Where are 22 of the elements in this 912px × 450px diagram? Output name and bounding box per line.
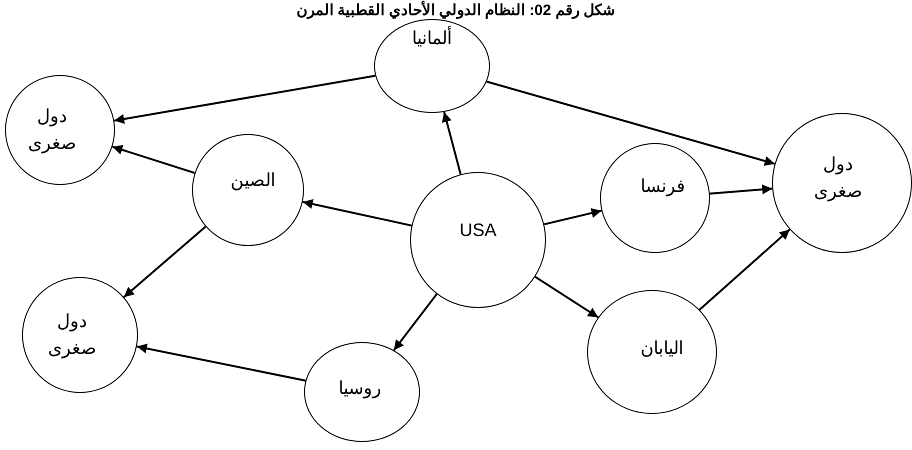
arrow [123, 226, 206, 298]
node-label: دول صغرى [813, 153, 863, 204]
node-label: دول صغرى [27, 105, 77, 156]
node-label: الصين [230, 168, 276, 192]
node-label: ألمانيا [411, 25, 453, 50]
arrow [302, 199, 412, 227]
arrow [486, 80, 775, 166]
arrow [112, 145, 195, 174]
node-label: دول صغرى [47, 310, 97, 360]
arrow [544, 208, 602, 226]
node-label: USA [458, 218, 498, 242]
node-label: اليابان [640, 336, 684, 360]
arrow [698, 228, 790, 310]
arrow [393, 293, 438, 351]
arrow [534, 276, 599, 318]
arrow [442, 112, 462, 175]
diagram-title: شكل رقم 02: النظام الدولي الأحادي القطبية المرن [296, 3, 616, 19]
arrow [136, 344, 306, 382]
arrow [710, 184, 772, 195]
node-label: روسيا [338, 376, 382, 400]
node-label: فرنسا [640, 174, 686, 198]
arrow [114, 74, 376, 124]
